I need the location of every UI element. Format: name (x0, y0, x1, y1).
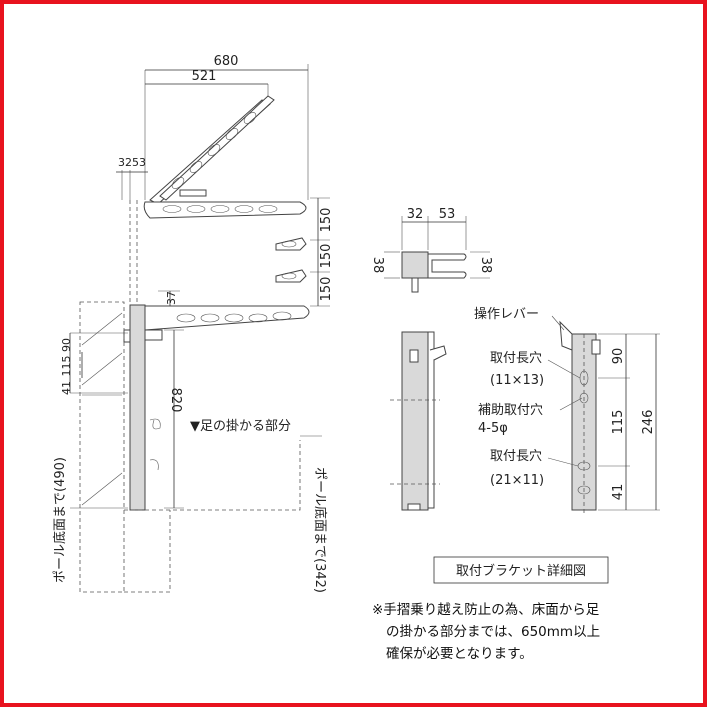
dim-37: 37 (165, 291, 178, 305)
detail-dim-41: 41 (611, 484, 626, 501)
main-side-view: 680 521 32 53 (52, 54, 334, 593)
detail-dim-32: 32 (407, 207, 424, 222)
slot2-label: 取付長穴 (490, 449, 542, 464)
note-line2: の掛かる部分までは、650mm以上 (386, 624, 600, 640)
dim-680: 680 (214, 54, 239, 69)
dim-820: 820 (168, 388, 183, 413)
detail-dim-38-right: 38 (478, 257, 493, 274)
lever-label: 操作レバー (474, 306, 539, 322)
slot2-size: (21×11) (490, 473, 544, 488)
raised-arm (149, 95, 275, 205)
dim-521: 521 (192, 69, 217, 84)
detail-caption: 取付ブラケット詳細図 (456, 563, 586, 579)
upper-horizontal-arm (143, 201, 307, 219)
detail-dim-53: 53 (439, 207, 456, 222)
dim-90-main: 90 (60, 338, 73, 352)
dim-32-left: 32 (118, 156, 132, 169)
foot-point-label: ▼足の掛かる部分 (190, 419, 291, 434)
note-line3: 確保が必要となります。 (386, 646, 533, 662)
dim-41-main: 41 (60, 381, 73, 395)
detail-dim-38-left: 38 (370, 257, 385, 274)
dim-150-a: 150 (319, 208, 334, 233)
aux-hole-size: 4-5φ (478, 421, 508, 436)
detail-dim-246: 246 (641, 410, 656, 435)
dim-150-b: 150 (319, 244, 334, 269)
dim-150-c: 150 (319, 277, 334, 302)
detail-dim-115: 115 (611, 410, 626, 435)
note-block: ※手摺乗り越え防止の為、床面から足 の掛かる部分までは、650mm以上 確保が必… (372, 602, 600, 662)
lower-horizontal-arm (144, 305, 310, 331)
aux-hole-label: 補助取付穴 (478, 403, 543, 418)
pole-bottom-490-label: ポール底面まで(490) (52, 457, 68, 583)
detail-caption-box (433, 556, 609, 584)
hook-a (275, 237, 307, 251)
note-line1: ※手摺乗り越え防止の為、床面から足 (372, 602, 600, 618)
slot1-size: (11×13) (490, 373, 544, 388)
pole (129, 304, 146, 511)
bracket-detail-view: 32 53 38 38 90 115 (370, 207, 660, 584)
detail-dim-90: 90 (611, 348, 626, 365)
pole-bottom-342-label: ポール底面まで(342) (312, 467, 328, 593)
dim-53-left: 53 (132, 156, 146, 169)
slot1-label: 取付長穴 (490, 351, 542, 366)
hook-b (275, 269, 307, 283)
dim-115-main: 115 (60, 356, 73, 377)
bracket-top-block (401, 251, 429, 279)
